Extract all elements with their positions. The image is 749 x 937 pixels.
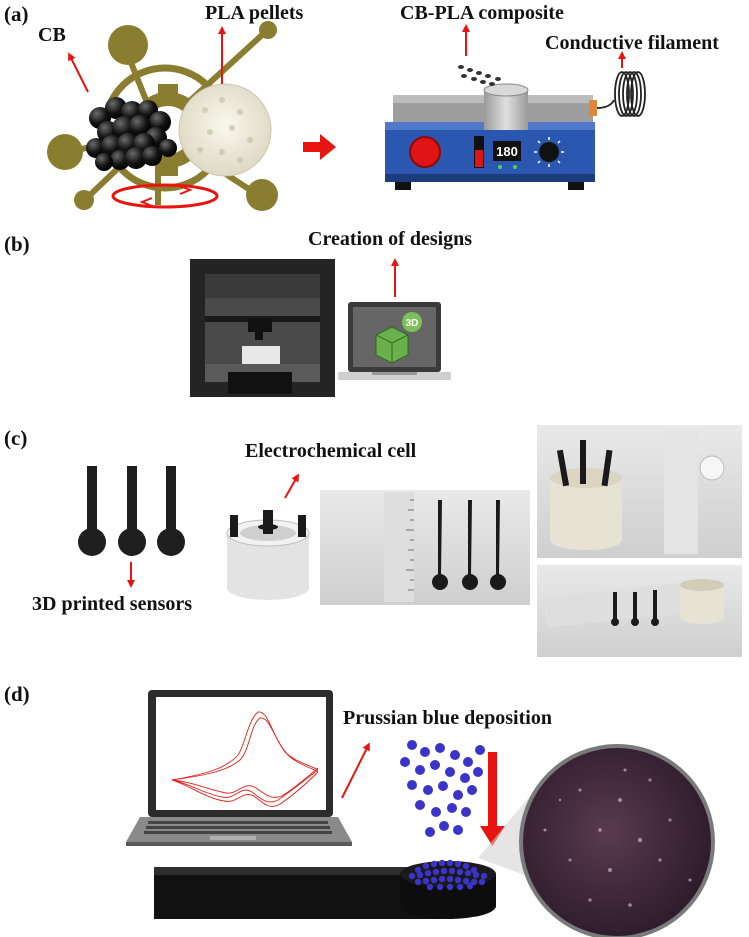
cell-arrow: [285, 477, 297, 498]
deposition-arrow-shaft: [488, 752, 497, 830]
cb-arrow: [70, 56, 88, 92]
3d-printer: [190, 259, 335, 397]
surface-magnification: [478, 746, 713, 937]
extruder-display: 180: [496, 144, 518, 159]
sensors-photo: [320, 490, 530, 605]
composite-pellets: [458, 65, 501, 86]
filament-coil: [597, 72, 645, 116]
sensor-drawings: [78, 466, 185, 556]
prussian-blue-particles: [400, 740, 485, 837]
cell-photo: [537, 425, 742, 558]
design-laptop: 3D: [338, 302, 451, 380]
3d-badge: 3D: [406, 318, 419, 329]
setup-photo: [537, 565, 742, 657]
potentiostat-laptop: [126, 690, 352, 846]
pla-pellets-disc: [179, 84, 271, 176]
filament-extruder: 180: [385, 84, 597, 190]
electrochemical-cell-drawing: [227, 510, 309, 600]
cv-arrow: [342, 746, 368, 798]
process-arrow: [303, 134, 336, 160]
